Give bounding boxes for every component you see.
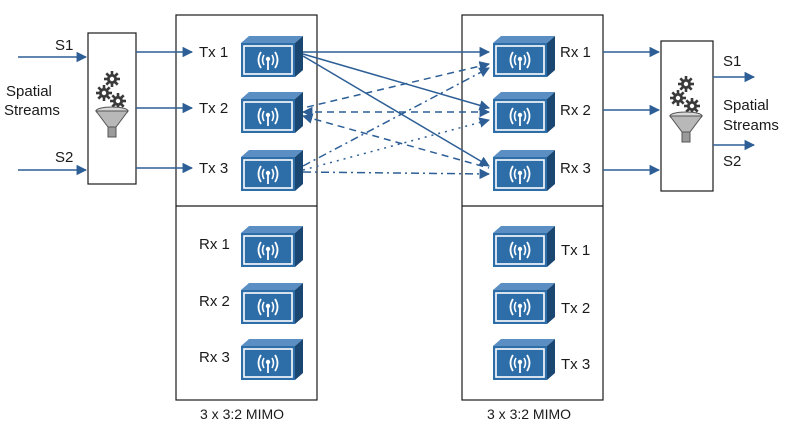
left-tx3-label: Tx 3 [199,160,228,177]
left-tx1-label: Tx 1 [199,44,228,61]
left-rx1-label: Rx 1 [199,236,230,253]
right-tx3-label: Tx 3 [561,356,590,373]
wireless-radio-icon [492,91,556,134]
path-tx1-rx3 [302,55,490,167]
right-rx1-label: Rx 1 [560,44,591,61]
wireless-radio-icon [240,35,304,78]
output-streams-label-line1: Spatial [723,97,769,114]
right-rx3-label: Rx 3 [560,160,591,177]
input-s1-label: S1 [55,37,73,54]
right-tx1-label: Tx 1 [561,242,590,259]
wireless-radio-icon [240,91,304,134]
wireless-radio-icon [492,225,556,268]
path-tx1-rx2 [302,53,491,111]
right-tx2-label: Tx 2 [561,300,590,317]
left-tx2-label: Tx 2 [199,100,228,117]
wireless-radio-icon [240,282,304,325]
wireless-radio-icon [492,282,556,325]
wireless-radio-icon [240,225,304,268]
wireless-radio-icon [240,149,304,192]
left-mimo-device [175,14,318,401]
wireless-radio-icon [492,149,556,192]
path-tx3-rx2 [302,117,491,171]
output-s1-label: S1 [723,53,741,70]
left-rx3-label: Rx 3 [199,349,230,366]
input-streams-label-line1: Spatial [6,83,52,100]
wireless-radio-icon [492,35,556,78]
right-mimo-device [461,14,604,401]
path-tx2-rx1 [302,61,491,109]
input-s2-label: S2 [55,149,73,166]
path-tx3-rx1 [302,67,490,167]
output-s2-label: S2 [723,153,741,170]
right-device-caption: 3 x 3:2 MIMO [487,406,571,422]
left-rx2-label: Rx 2 [199,293,230,310]
left-device-caption: 3 x 3:2 MIMO [200,406,284,422]
path-tx2-rx3 [301,113,490,169]
wireless-radio-icon [240,338,304,381]
input-streams-label-line2: Streams [4,102,60,119]
output-streams-label-line2: Streams [723,117,779,134]
right-rx2-label: Rx 2 [560,102,591,119]
path-tx3-rx3 [302,168,491,180]
wireless-radio-icon [492,338,556,381]
